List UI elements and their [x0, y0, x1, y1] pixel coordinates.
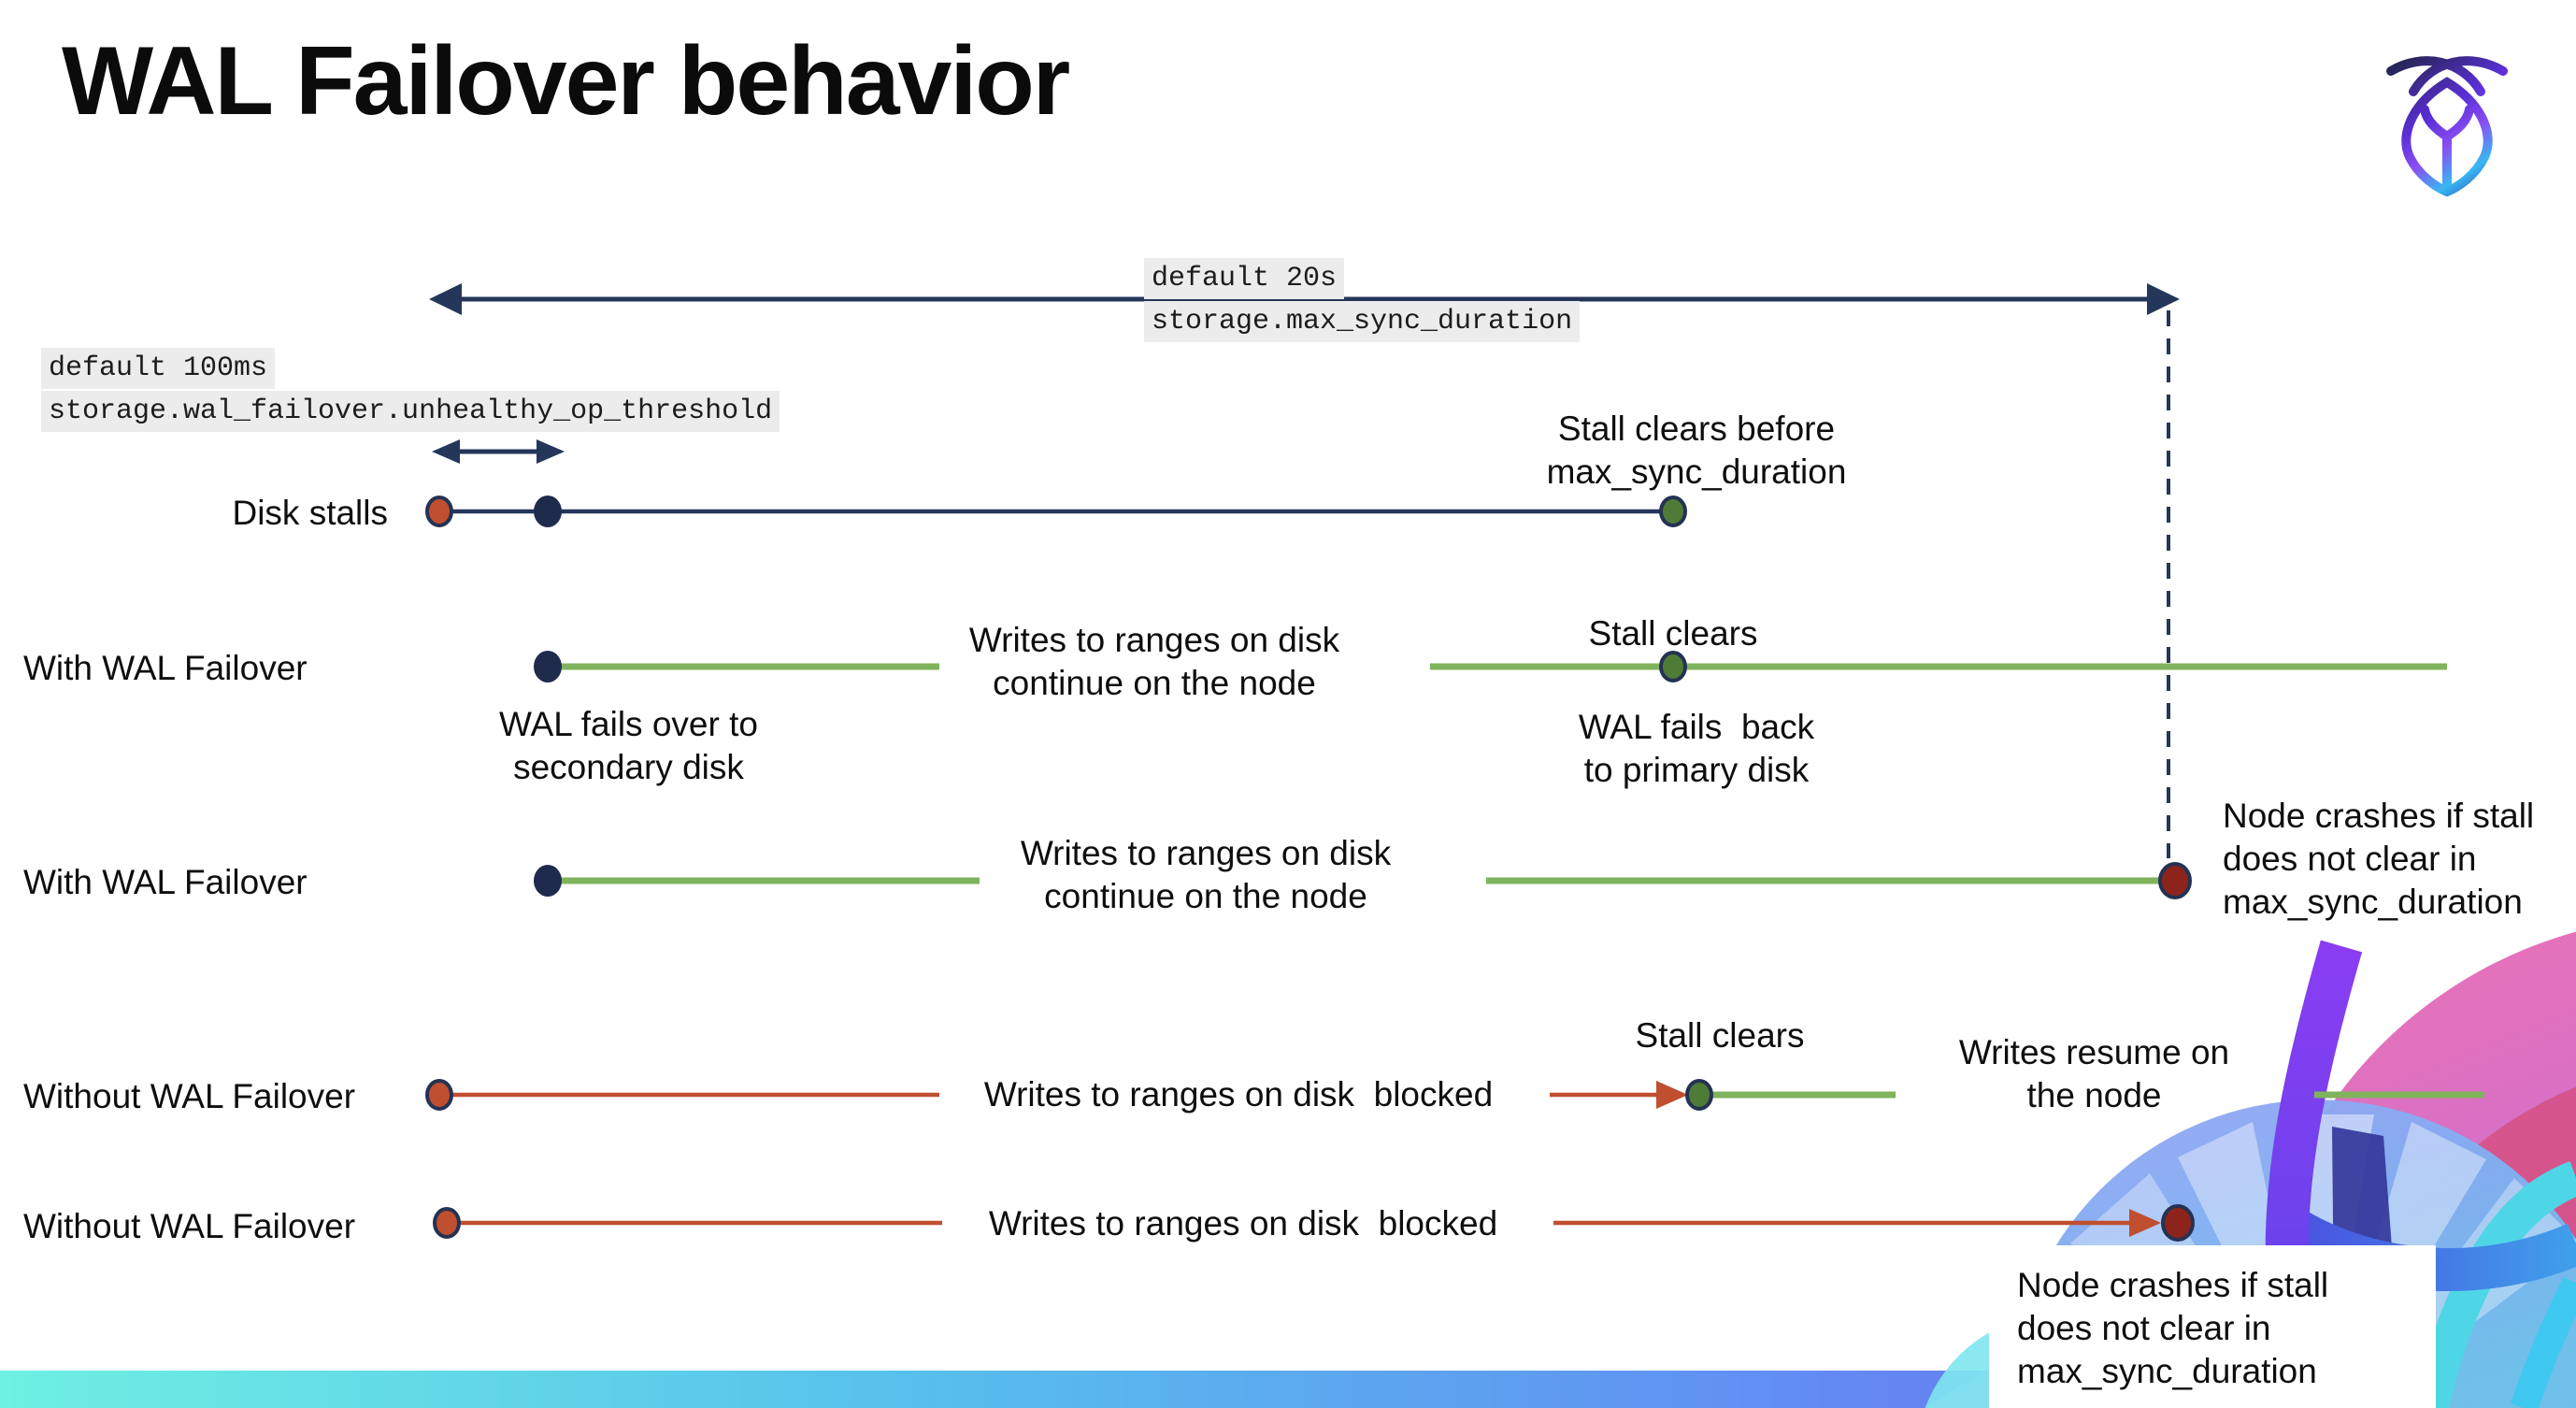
- arrowhead-left: [432, 439, 460, 464]
- max-sync-setting-label: storage.max_sync_duration: [1144, 301, 1581, 342]
- note-writes-blocked-1: Writes to ranges on disk blocked: [983, 1075, 1494, 1113]
- failover-dot: [534, 865, 562, 897]
- arrowhead-left: [429, 283, 462, 315]
- threshold-dot: [534, 496, 562, 527]
- note-stall-clears-2: Stall clears: [1635, 1016, 1805, 1055]
- stall-start-dot: [433, 1207, 461, 1239]
- cockroachdb-logo-icon: [2386, 56, 2508, 197]
- red-arrowhead: [2129, 1209, 2161, 1237]
- failover-dot: [534, 651, 562, 682]
- red-arrowhead: [1656, 1081, 1688, 1109]
- node-crashes-callout-box: [1989, 1245, 2436, 1408]
- timeline-with-wal-failover-1: [534, 651, 2447, 682]
- row-label-disk-stalls: Disk stalls: [232, 494, 388, 532]
- note-wal-fails-back: WAL fails back to primary disk: [1578, 708, 1815, 789]
- node-crash-dot: [2158, 862, 2192, 899]
- node-crash-dot: [2161, 1204, 2195, 1242]
- stall-start-dot: [425, 496, 453, 527]
- stall-clears-dot: [1659, 651, 1687, 682]
- art-cyan-arc: [2510, 1276, 2576, 1408]
- timeline-without-wal-failover-2: [433, 1204, 2195, 1242]
- note-stall-clears-before: Stall clears before max_sync_duration: [1546, 409, 1847, 491]
- stall-start-dot: [425, 1079, 453, 1111]
- row-label-with-wal-failover-1: With WAL Failover: [23, 649, 308, 687]
- stall-clears-dot: [1685, 1079, 1713, 1111]
- page-title: WAL Failover behavior: [62, 27, 1070, 136]
- unhealthy-setting-label: storage.wal_failover.unhealthy_op_thresh…: [41, 391, 780, 432]
- note-node-crashes-1: Node crashes if stall does not clear in …: [2223, 797, 2535, 921]
- timeline-disk-stalls: [425, 496, 1687, 527]
- note-wal-fails-over: WAL fails over to secondary disk: [499, 705, 758, 786]
- unhealthy-op-threshold-arrow: [432, 439, 565, 464]
- arrowhead-right: [2147, 283, 2180, 315]
- max-sync-default-label: default 20s: [1144, 258, 1345, 299]
- row-label-without-wal-failover-1: Without WAL Failover: [23, 1077, 356, 1115]
- note-writes-blocked-2: Writes to ranges on disk blocked: [988, 1204, 1498, 1243]
- row-label-with-wal-failover-2: With WAL Failover: [23, 863, 308, 901]
- note-writes-resume: Writes resume on the node: [1958, 1033, 2230, 1114]
- note-writes-continue-2: Writes to ranges on disk continue on the…: [1020, 834, 1392, 915]
- row-label-without-wal-failover-2: Without WAL Failover: [23, 1207, 356, 1245]
- max-sync-duration-arrow: [429, 283, 2180, 315]
- note-writes-continue-1: Writes to ranges on disk continue on the…: [968, 621, 1340, 702]
- art-cyan-arc: [2412, 1161, 2576, 1408]
- note-stall-clears-1: Stall clears: [1588, 614, 1758, 653]
- note-node-crashes-2: Node crashes if stall does not clear in …: [2017, 1266, 2329, 1390]
- stall-clears-dot: [1659, 496, 1687, 527]
- timeline-without-wal-failover-1: [425, 1079, 2484, 1111]
- arrowhead-right: [537, 439, 565, 464]
- unhealthy-default-label: default 100ms: [41, 348, 276, 389]
- timeline-with-wal-failover-2: [534, 862, 2192, 899]
